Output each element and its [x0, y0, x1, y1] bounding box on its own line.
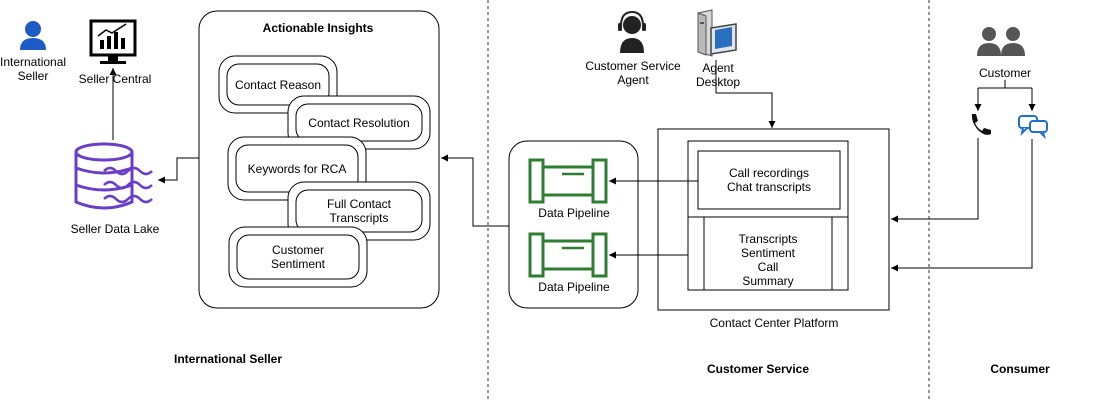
data-pipeline-bottom-label: Data Pipeline: [538, 280, 610, 294]
seller-central-monitor-icon: [89, 19, 137, 64]
insight-customer-sentiment-box: [228, 226, 368, 288]
data-pipeline-top-label: Data Pipeline: [538, 206, 610, 220]
recordings-box: [697, 150, 841, 210]
international-seller-label: International Seller: [0, 55, 67, 83]
customer-service-agent-label: Customer Service Agent: [585, 59, 681, 87]
data-pipeline-top-icon: [528, 158, 608, 204]
insight-full-transcripts-label: Full Contact Transcripts: [326, 197, 392, 225]
insight-customer-sentiment-label: Customer Sentiment: [270, 243, 326, 271]
agent-desktop-label: Agent Desktop: [695, 61, 741, 89]
data-lake-icon: [74, 142, 153, 210]
data-pipeline-bottom-icon: [528, 232, 608, 278]
actionable-insights-title: Actionable Insights: [262, 21, 374, 35]
seller-central-label: Seller Central: [78, 72, 152, 86]
insight-contact-reason-label: Contact Reason: [234, 77, 322, 92]
agent-headset-icon: [618, 10, 646, 53]
pipelines-to-insights-arrow: [441, 154, 509, 227]
section-customer-service: Customer Service: [706, 362, 810, 376]
section-consumer: Consumer: [990, 362, 1050, 376]
insight-contact-resolution-label: Contact Resolution: [308, 115, 410, 130]
desktop-to-platform-arrow: [716, 92, 776, 128]
platform-outputs-label: Transcripts Sentiment Call Summary: [738, 232, 798, 288]
customer-people-icon: [977, 27, 1025, 56]
insight-keywords-label: Keywords for RCA: [247, 161, 347, 176]
customer-label: Customer: [978, 66, 1031, 80]
chat-to-platform-arrow: [891, 139, 1033, 272]
seller-data-lake-label: Seller Data Lake: [70, 222, 160, 236]
agent-desktop-computer-icon: [697, 9, 737, 57]
seller-person-icon: [20, 21, 46, 50]
contact-center-platform-label: Contact Center Platform: [709, 316, 839, 330]
insight-full-transcripts-box: [287, 181, 431, 241]
phone-icon: [971, 114, 991, 135]
insights-to-lake-arrow: [158, 157, 199, 184]
section-international-seller: International Seller: [173, 352, 283, 366]
insight-contact-resolution-box: [287, 95, 431, 150]
chat-icon: [1018, 115, 1048, 140]
recordings-label: Call recordings Chat transcripts: [726, 166, 812, 194]
phone-to-platform-arrow: [891, 138, 979, 223]
